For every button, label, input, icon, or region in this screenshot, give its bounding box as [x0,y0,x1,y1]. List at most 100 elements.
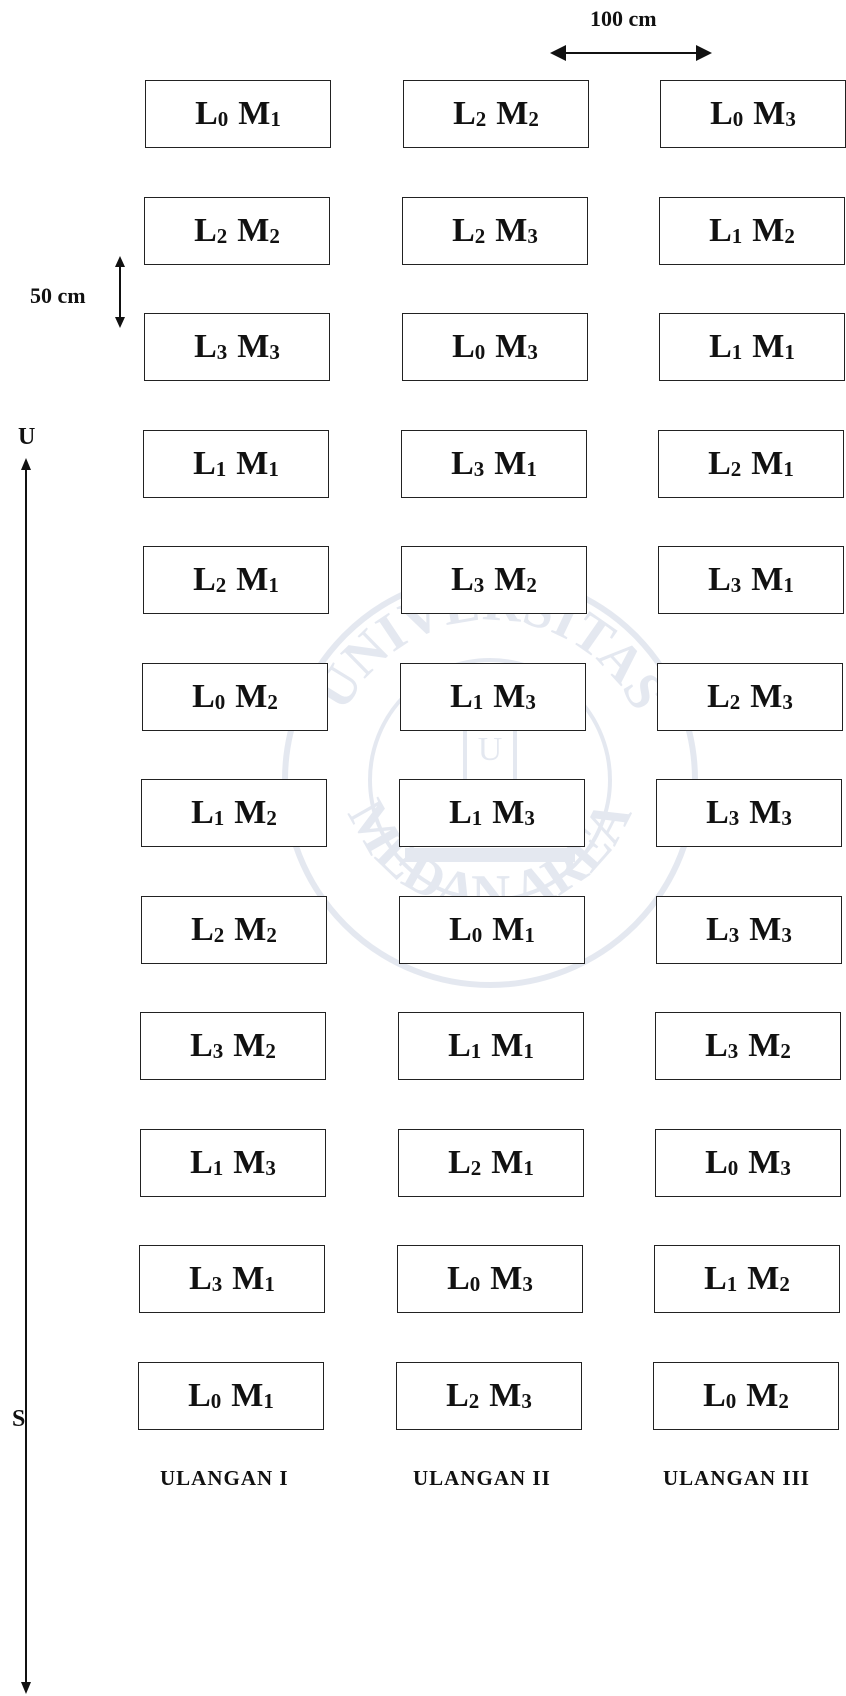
plot-treatment-l: L0 [449,911,483,948]
plot-treatment-m: M1 [491,1027,534,1064]
plot-treatment-l: L2 [194,212,228,249]
north-south-axis [21,458,31,1694]
plot-treatment-m: M1 [752,328,795,365]
plot-treatment-l: L2 [446,1377,480,1414]
plot-treatment-l: L1 [450,678,484,715]
plot-treatment-m: M1 [491,1144,534,1181]
plot-treatment-l: L3 [708,561,742,598]
plot-treatment-l: L2 [193,561,227,598]
plot-treatment-m: M3 [490,1260,533,1297]
plot-treatment-l: L3 [451,445,485,482]
plot-treatment-m: M1 [751,445,794,482]
plot-treatment-m: M2 [748,1027,791,1064]
horizontal-spacing-arrow [550,45,712,61]
plot-treatment-m: M1 [492,911,535,948]
plot-treatment-m: M3 [749,794,792,831]
plot-treatment-m: M1 [236,445,279,482]
plot-treatment-l: L1 [709,212,743,249]
plot-treatment-m: M1 [238,95,281,132]
plot-treatment-l: L0 [710,95,744,132]
plot-treatment-l: L0 [452,328,486,365]
plot-treatment-l: L2 [191,911,225,948]
plot-treatment-l: L0 [447,1260,481,1297]
plot-treatment-m: M3 [748,1144,791,1181]
plot-treatment-m: M3 [495,212,538,249]
plot-treatment-m: M2 [234,911,277,948]
plot-treatment-l: L3 [706,794,740,831]
plot-treatment-l: L0 [188,1377,222,1414]
plot-treatment-m: M3 [750,678,793,715]
plot-treatment-m: M3 [492,794,535,831]
vertical-spacing-label: 50 cm [30,283,86,308]
plot-treatment-m: M1 [751,561,794,598]
plot-treatment-l: L1 [709,328,743,365]
plot-treatment-l: L0 [705,1144,739,1181]
plot-treatment-m: M1 [236,561,279,598]
plot-treatment-m: M2 [234,794,277,831]
replicate-1-label: ULANGAN I [160,1466,289,1490]
plot-treatment-l: L3 [451,561,485,598]
north-label: U [18,424,36,450]
plot-treatment-l: L3 [190,1027,224,1064]
plot-treatment-m: M2 [235,678,278,715]
plot-treatment-m: M3 [233,1144,276,1181]
plot-treatment-l: L2 [707,678,741,715]
plot-treatment-l: L1 [191,794,225,831]
plot-treatment-l: L1 [449,794,483,831]
replicate-2-label: ULANGAN II [413,1466,551,1490]
plot-treatment-m: M3 [237,328,280,365]
plot-treatment-l: L1 [193,445,227,482]
plot-treatment-m: M3 [489,1377,532,1414]
plot-treatment-l: L0 [195,95,229,132]
plot-treatment-m: M3 [753,95,796,132]
plot-treatment-m: M1 [494,445,537,482]
south-label: S [12,1406,26,1432]
replicate-3-label: ULANGAN III [663,1466,810,1490]
plot-treatment-l: L1 [190,1144,224,1181]
svg-text:U: U [478,731,503,768]
plot-treatment-l: L1 [448,1027,482,1064]
plot-treatment-l: L3 [194,328,228,365]
plot-treatment-l: L2 [453,95,487,132]
plot-treatment-l: L2 [708,445,742,482]
plot-treatment-l: L2 [452,212,486,249]
plot-treatment-m: M1 [232,1260,275,1297]
plot-treatment-m: M3 [749,911,792,948]
plot-treatment-l: L3 [705,1027,739,1064]
plot-treatment-m: M2 [496,95,539,132]
plot-treatment-m: M2 [747,1260,790,1297]
